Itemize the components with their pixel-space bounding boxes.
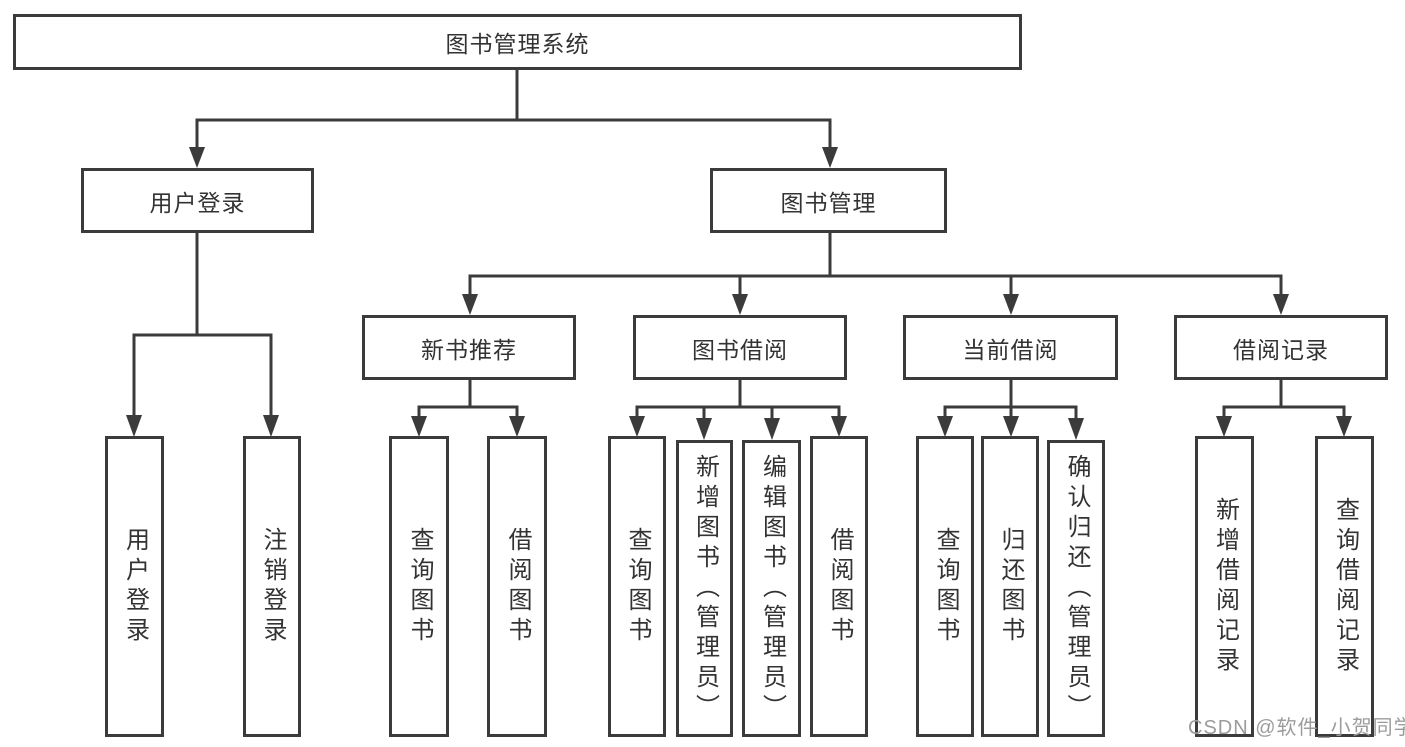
- arrow-to-leaf-add-books: [696, 407, 712, 440]
- arrow-to-leaf-query-books: [411, 407, 427, 437]
- edges-current-borrowing-children: [937, 380, 1084, 440]
- leaf-confirm-return-admin: 确认归还（管理员）: [1047, 440, 1105, 737]
- node-root: 图书管理系统: [13, 14, 1022, 70]
- leaf-query-books-borrowing: 查询图书: [608, 436, 666, 737]
- edges-root-to-level2: [189, 70, 838, 168]
- leaf-borrow-books-recommend: 借阅图书: [487, 436, 547, 737]
- leaf-return-books: 归还图书: [981, 436, 1039, 737]
- arrow-to-new-book-recommendation: [462, 276, 478, 315]
- node-book-borrowing: 图书借阅: [633, 315, 847, 380]
- leaf-query-borrow-record: 查询借阅记录: [1315, 436, 1374, 737]
- arrow-to-leaf-return-books: [1003, 407, 1019, 437]
- leaf-user-login: 用户登录: [105, 436, 164, 737]
- node-borrowing-records: 借阅记录: [1174, 315, 1388, 380]
- arrow-to-book-management: [822, 120, 838, 168]
- node-current-borrowing: 当前借阅: [903, 315, 1118, 380]
- arrow-to-leaf-user-login: [126, 335, 142, 437]
- arrow-to-current-borrowing: [1003, 276, 1019, 315]
- csdn-watermark: CSDN @软件_小贺同学: [1188, 717, 1405, 739]
- node-user-login: 用户登录: [81, 168, 314, 233]
- edges-book-management-children: [462, 233, 1289, 315]
- arrow-to-user-login: [189, 120, 205, 168]
- edges-new-book-recommendation-children: [411, 380, 525, 437]
- arrow-to-leaf-borrow-books-2: [831, 407, 847, 437]
- leaf-edit-books-admin: 编辑图书（管理员）: [742, 440, 801, 737]
- node-book-management: 图书管理: [710, 168, 947, 233]
- leaf-add-books-admin: 新增图书（管理员）: [676, 440, 733, 737]
- arrow-to-borrowing-records: [1273, 276, 1289, 315]
- arrow-to-leaf-confirm-return: [1068, 407, 1084, 440]
- node-new-book-recommendation: 新书推荐: [362, 315, 576, 380]
- leaf-logout: 注销登录: [243, 436, 301, 737]
- arrow-to-leaf-query-books-2: [629, 407, 645, 437]
- arrow-to-leaf-logout: [263, 335, 279, 437]
- leaf-add-borrow-record: 新增借阅记录: [1195, 436, 1254, 737]
- leaf-query-books-current: 查询图书: [916, 436, 974, 737]
- leaf-borrow-books-borrowing: 借阅图书: [810, 436, 868, 737]
- edges-borrowing-records-children: [1216, 380, 1352, 437]
- arrow-to-leaf-borrow-books: [509, 407, 525, 437]
- arrow-to-leaf-add-record: [1216, 407, 1232, 437]
- arrow-to-leaf-query-books-3: [937, 407, 953, 437]
- arrow-to-leaf-edit-books: [764, 407, 780, 440]
- arrow-to-leaf-query-record: [1336, 407, 1352, 437]
- leaf-query-books-recommend: 查询图书: [389, 436, 449, 737]
- edges-user-login-children: [126, 233, 279, 437]
- arrow-to-book-borrowing: [732, 276, 748, 315]
- edges-book-borrowing-children: [629, 380, 847, 440]
